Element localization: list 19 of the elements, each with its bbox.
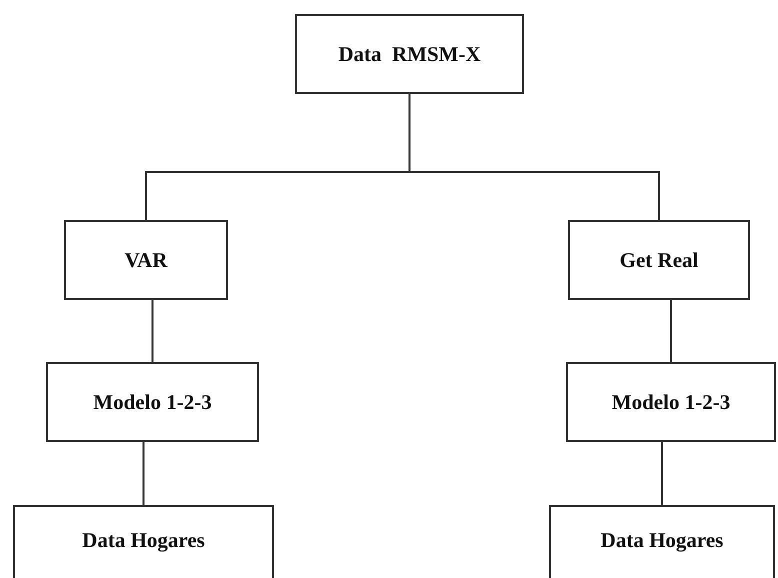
connector-line xyxy=(142,442,144,505)
process-box xyxy=(64,220,228,300)
process-box xyxy=(13,505,274,578)
box-label: Get Real xyxy=(620,248,698,272)
connector-line xyxy=(661,442,663,505)
connector-line xyxy=(408,94,660,220)
connector-line xyxy=(670,300,672,362)
box-label: Modelo 1-2-3 xyxy=(612,390,730,414)
box-label: Modelo 1-2-3 xyxy=(93,390,212,414)
box-label: Data Hogares xyxy=(600,528,724,552)
process-box xyxy=(295,14,524,94)
box-label: Data RMSM-X xyxy=(338,42,481,66)
process-box xyxy=(549,505,775,578)
box-label: Data Hogares xyxy=(82,528,205,552)
process-box xyxy=(568,220,750,300)
process-box xyxy=(566,362,776,442)
box-label: VAR xyxy=(124,248,168,272)
process-box xyxy=(46,362,259,442)
connector-line xyxy=(152,300,154,362)
